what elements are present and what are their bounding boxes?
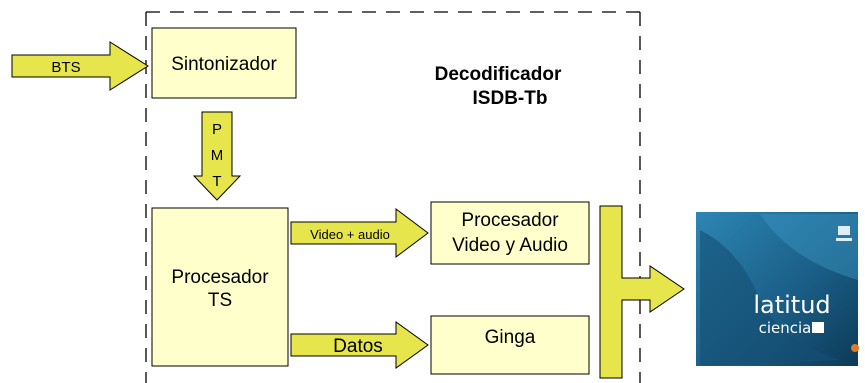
video-audio-arrow: Video + audio [290,208,429,258]
bts-input-arrow: BTS [11,41,149,91]
screen-brand-line2: ciencia [759,319,812,337]
pmt-letter-3: T [212,173,221,190]
bts-label: BTS [51,59,80,76]
ts-processor-box: Procesador TS [151,207,289,367]
diagram-title-line2: ISDB-Tb [473,88,548,109]
ts-processor-label-line1: Procesador [171,267,269,288]
screen-logo-icon [836,226,852,241]
av-processor-box: Procesador Video y Audio [430,201,590,265]
pmt-letter-1: P [212,121,222,138]
data-label: Datos [333,336,383,357]
video-audio-label: Video + audio [310,227,390,242]
ginga-box: Ginga [430,315,590,375]
av-processor-label-line2: Video y Audio [452,235,568,256]
screen-corner-icon [851,344,859,352]
diagram-title-line1: Decodificador [435,64,562,85]
tuner-label: Sintonizador [171,54,277,75]
screen-brand-line1: latitud [753,291,830,319]
tuner-box: Sintonizador [151,27,297,99]
data-arrow: Datos [290,321,429,369]
pmt-arrow: P M T [192,111,242,201]
ginga-label: Ginga [485,327,536,348]
decoder-boundary [145,11,641,383]
pmt-letter-2: M [211,147,224,164]
ts-processor-label-line2: TS [208,290,232,311]
tv-screen-image: latitud ciencia [696,212,859,366]
av-processor-label-line1: Procesador [461,210,559,231]
screen-brand-badge [812,322,824,333]
output-combiner-arrow [599,205,685,379]
